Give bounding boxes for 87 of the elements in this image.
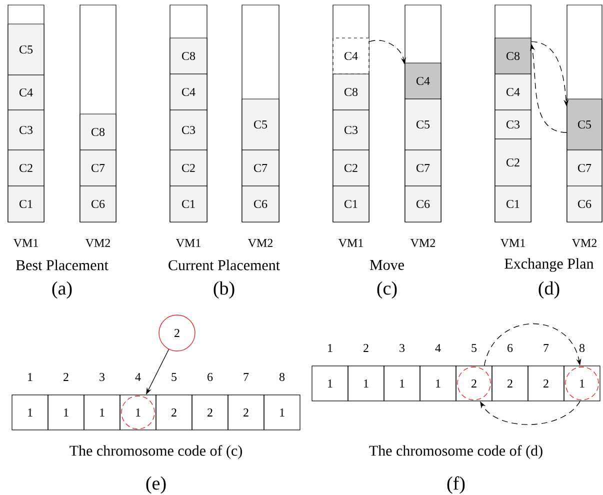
container-cell: C2 <box>8 150 44 186</box>
panel-caption: The chromosome code of (d) <box>369 445 542 459</box>
node-label: VM2 <box>410 238 435 248</box>
gene-index: 3 <box>100 372 105 381</box>
panel-label: (b) <box>214 281 234 299</box>
container-cell: C4 <box>404 62 442 100</box>
arrow <box>484 323 582 366</box>
gene-index: 6 <box>208 372 213 381</box>
gene-cell: 1 <box>420 366 456 402</box>
node-label: VM1 <box>176 238 200 248</box>
node-label: VM2 <box>248 238 272 248</box>
container-cell: C1 <box>170 186 208 222</box>
container-cell: C6 <box>80 186 116 222</box>
container-cell: C1 <box>8 186 44 222</box>
container-cell: C2 <box>332 150 370 186</box>
gene-index: 4 <box>435 344 441 352</box>
container-cell: C7 <box>80 150 116 186</box>
container-cell: C1 <box>332 186 370 222</box>
gene-index: 2 <box>64 373 68 381</box>
gene-index: 7 <box>244 373 249 381</box>
gene-cell: 1 <box>48 394 84 430</box>
container-cell: C5 <box>8 24 44 76</box>
gene-index: 8 <box>579 344 585 352</box>
panel-caption: Current Placement <box>168 260 280 270</box>
gene-cell: 1 <box>384 366 420 402</box>
container-cell: C2 <box>170 150 208 186</box>
container-cell: C7 <box>566 150 602 186</box>
container-cell: C4 <box>332 38 370 74</box>
node-label: VM1 <box>500 238 525 248</box>
container-cell: C2 <box>494 138 532 186</box>
container-cell: C4 <box>8 74 44 110</box>
gene-index: 5 <box>172 373 177 381</box>
gene-index: 5 <box>472 344 477 352</box>
panel-label: (f) <box>447 476 465 494</box>
gene-cell: 1 <box>120 394 156 430</box>
container-cell: C1 <box>494 186 532 222</box>
container-cell: C8 <box>170 38 208 74</box>
container-cell: C6 <box>566 186 602 222</box>
node-label: VM1 <box>13 238 38 248</box>
gene-index: 8 <box>279 372 285 382</box>
panel-label: (d) <box>538 281 560 299</box>
panel-caption: Best Placement <box>16 260 108 270</box>
gene-index: 1 <box>328 344 332 352</box>
container-cell: C3 <box>332 110 370 150</box>
container-cell: C6 <box>242 186 280 222</box>
gene-index: 7 <box>544 344 549 352</box>
container-cell: C8 <box>80 114 116 150</box>
gene-cell: 1 <box>564 366 600 402</box>
gene-cell: 1 <box>12 394 48 430</box>
gene-index: 6 <box>508 344 513 352</box>
gene-cell: 2 <box>528 366 564 402</box>
container-cell: C5 <box>566 98 602 150</box>
gene-cell: 1 <box>264 394 300 430</box>
container-cell: C8 <box>494 38 532 74</box>
panel-caption: The chromosome code of (c) <box>70 445 242 459</box>
gene-cell: 1 <box>84 394 120 430</box>
container-cell: C3 <box>494 110 532 140</box>
gene-index: 1 <box>28 373 32 381</box>
arrow <box>480 400 580 425</box>
node-label: VM2 <box>572 238 596 248</box>
container-cell: C6 <box>404 186 442 222</box>
gene-index: 4 <box>135 373 141 381</box>
container-cell: C4 <box>494 74 532 110</box>
container-cell: C4 <box>170 74 208 110</box>
container-cell: C3 <box>170 110 208 150</box>
panel-label: (e) <box>146 476 166 494</box>
panel-label: (c) <box>377 281 397 299</box>
container-cell: C5 <box>242 98 280 150</box>
gene-cell: 2 <box>228 394 264 430</box>
panel-label: (a) <box>52 281 72 299</box>
container-cell: C3 <box>8 110 44 150</box>
gene-index: 3 <box>400 344 405 352</box>
gene-cell: 2 <box>492 366 528 402</box>
gene-cell: 1 <box>312 366 348 402</box>
panel-caption: Move <box>370 260 404 270</box>
gene-cell: 2 <box>156 394 192 430</box>
node-label: VM1 <box>338 238 363 248</box>
container-cell: C8 <box>332 74 370 110</box>
panel-caption: Exchange Plan <box>504 258 594 272</box>
gene-cell: 2 <box>192 394 228 430</box>
gene-index: 2 <box>364 344 368 352</box>
container-cell: C5 <box>404 98 442 150</box>
gene-cell: 1 <box>348 366 384 402</box>
container-cell: C7 <box>404 150 442 186</box>
node-label: VM2 <box>85 238 110 248</box>
gene-cell: 2 <box>456 366 492 402</box>
container-cell: C7 <box>242 150 280 186</box>
